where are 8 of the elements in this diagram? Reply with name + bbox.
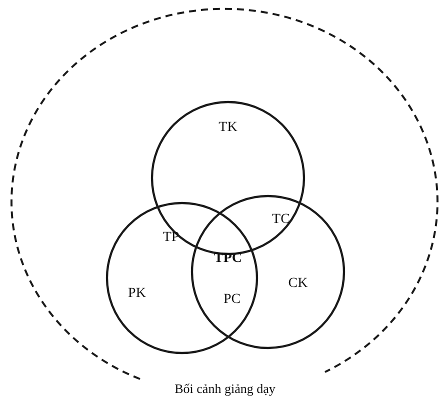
circle-label: PK (128, 286, 146, 302)
region-label: PC (223, 292, 241, 308)
circle-label: CK (288, 276, 308, 292)
circle-label: TK (218, 120, 238, 136)
boundary-label: Bối cảnh giảng dạy (174, 381, 276, 397)
region-label: TC (272, 212, 290, 228)
region-label: TP (162, 230, 180, 246)
region-label: TPC (214, 251, 242, 267)
